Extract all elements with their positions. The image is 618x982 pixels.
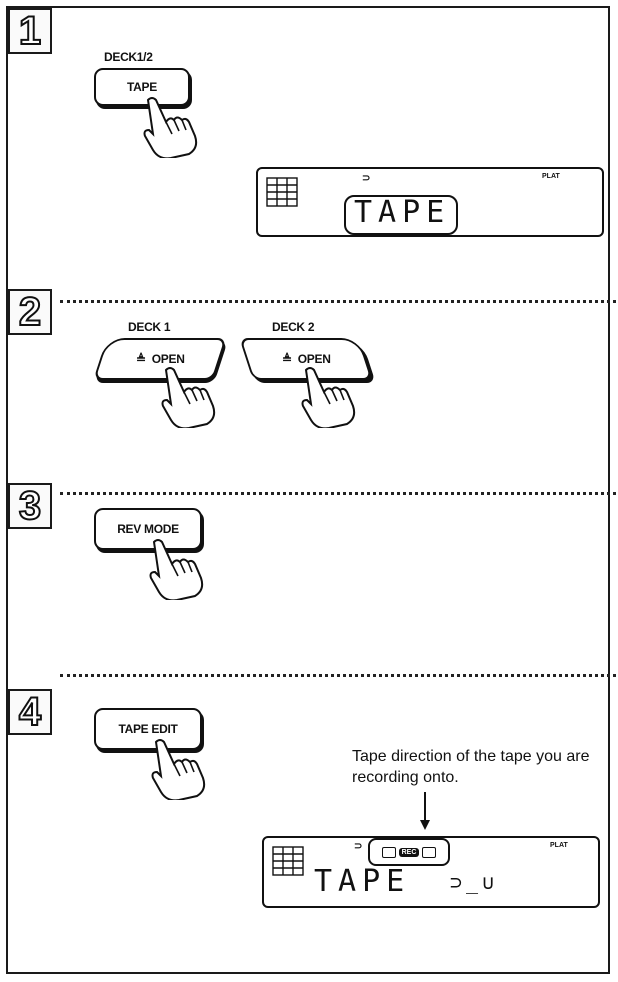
plat-indicator: PLAT bbox=[550, 842, 568, 849]
cassette-icon bbox=[382, 847, 396, 858]
hand-pointer-icon bbox=[132, 94, 198, 158]
divider bbox=[60, 674, 616, 677]
direction-arrow-icon: ⊃ bbox=[362, 173, 370, 184]
display-direction-suffix: ⊃_∪ bbox=[450, 870, 498, 894]
lcd-grid-icon bbox=[266, 177, 298, 207]
display-text: TAPE bbox=[354, 195, 450, 230]
step-4-number: 4 bbox=[8, 689, 52, 735]
hand-pointer-icon bbox=[140, 736, 206, 800]
tape-direction-note: Tape direction of the tape you are recor… bbox=[352, 746, 608, 788]
lcd-display-1: ⊃ PLAT TAPE bbox=[256, 167, 604, 237]
hand-pointer-icon bbox=[290, 364, 356, 428]
divider bbox=[60, 492, 616, 495]
direction-arrow-icon: ⊃ bbox=[354, 841, 362, 852]
deck2-label: DECK 2 bbox=[272, 320, 314, 334]
pointer-arrow bbox=[418, 792, 432, 832]
divider bbox=[60, 300, 616, 303]
step-2-number: 2 bbox=[8, 289, 52, 335]
plat-indicator: PLAT bbox=[542, 173, 560, 180]
hand-pointer-icon bbox=[150, 364, 216, 428]
lcd-grid-icon bbox=[272, 846, 304, 876]
lcd-display-2: ⊃ REC PLAT TAPE ⊃_∪ bbox=[262, 836, 600, 908]
cassette-icon bbox=[422, 847, 436, 858]
deck12-label: DECK1/2 bbox=[104, 50, 153, 64]
rec-indicator-box: REC bbox=[368, 838, 450, 866]
display-text: TAPE bbox=[314, 864, 410, 899]
eject-icon: ≜ bbox=[136, 352, 146, 366]
hand-pointer-icon bbox=[138, 536, 204, 600]
step-1-number: 1 bbox=[8, 8, 52, 54]
rec-badge: REC bbox=[399, 848, 420, 857]
step-3-number: 3 bbox=[8, 483, 52, 529]
page-frame bbox=[6, 6, 610, 974]
deck1-label: DECK 1 bbox=[128, 320, 170, 334]
